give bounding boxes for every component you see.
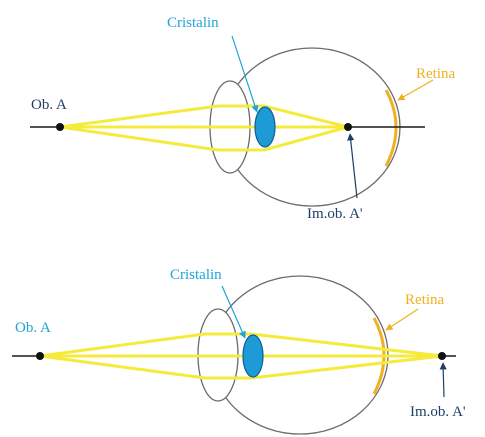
image-label-arrow — [439, 362, 447, 398]
lens-label: Cristalin — [167, 15, 219, 31]
object-label: Ob. A — [15, 320, 51, 336]
crystalline-lens — [242, 334, 264, 378]
crystalline-lens — [254, 106, 276, 148]
lens-label-arrow — [221, 285, 246, 339]
image-point — [344, 123, 352, 131]
light-rays — [39, 332, 443, 380]
ray-upper — [59, 104, 349, 129]
ray-lower — [39, 354, 443, 380]
retina-label: Retina — [416, 66, 455, 82]
diagram-2: Ob. A Cristalin Retina Im.ob. A' — [12, 267, 466, 435]
ray-upper — [39, 332, 443, 358]
lens-label: Cristalin — [170, 267, 222, 283]
retina-label: Retina — [405, 292, 444, 308]
retina-label-arrow — [397, 79, 434, 101]
diagram-1: Ob. A Cristalin Retina Im.ob. A' — [30, 15, 455, 222]
object-label: Ob. A — [31, 97, 67, 113]
image-label: Im.ob. A' — [307, 206, 363, 222]
retina-label-arrow — [385, 308, 419, 331]
object-point — [56, 123, 64, 131]
image-label: Im.ob. A' — [410, 404, 466, 420]
image-point — [438, 352, 446, 360]
image-label-arrow — [347, 133, 358, 199]
lens-label-arrow — [231, 35, 259, 113]
object-point — [36, 352, 44, 360]
ray-lower — [59, 125, 349, 152]
light-rays — [59, 104, 349, 152]
